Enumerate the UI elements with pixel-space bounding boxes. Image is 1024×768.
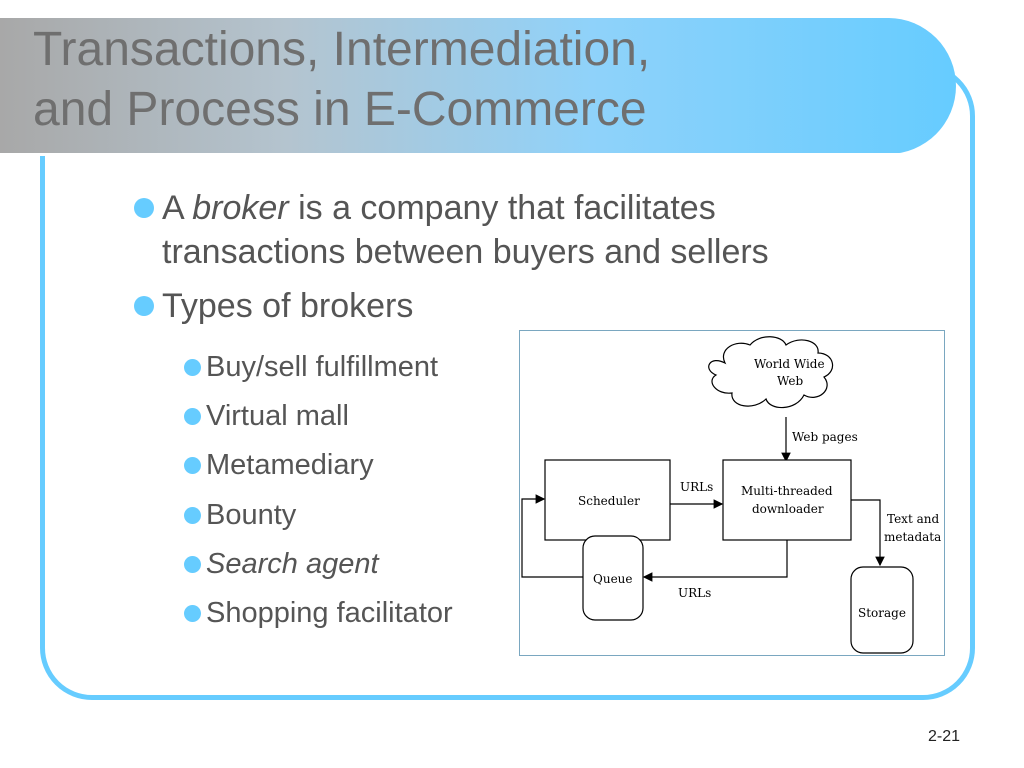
downloader-box — [722, 459, 852, 541]
text-metadata-label-line1: Text and — [887, 512, 939, 526]
scheduler-label: Scheduler — [578, 494, 640, 508]
sub-bullet: Virtual mall — [184, 392, 453, 441]
sub-bullet: Shopping facilitator — [184, 589, 453, 638]
bullet-text-pre: A — [162, 189, 193, 227]
bullet-text-em: broker — [192, 189, 289, 227]
sub-bullet-list: Buy/sell fulfillment Virtual mall Metame… — [184, 343, 453, 638]
web-pages-label: Web pages — [792, 430, 858, 444]
storage-box — [850, 566, 914, 654]
cloud-shape — [708, 336, 834, 409]
title-band — [0, 18, 956, 156]
cloud-label-line1: World Wide — [754, 357, 825, 371]
slide-title: Transactions, Intermediation, and Proces… — [33, 20, 650, 140]
crawler-diagram: World Wide Web Web pages Scheduler URLs … — [519, 330, 945, 656]
queue-label: Queue — [593, 572, 633, 586]
sub-bullet: Buy/sell fulfillment — [184, 343, 453, 392]
sub-bullet: Search agent — [184, 540, 453, 589]
scheduler-box — [544, 459, 671, 541]
urls-top-label: URLs — [680, 480, 713, 494]
urls-bottom-label: URLs — [678, 586, 711, 600]
bullet-broker-definition: A broker is a company that facilitates t… — [134, 186, 882, 274]
bullet-list: A broker is a company that facilitates t… — [134, 186, 882, 338]
bullet-text-post: is a company that facilitates transactio… — [162, 189, 769, 271]
storage-label: Storage — [858, 606, 906, 620]
cloud-label-line2: Web — [777, 374, 803, 388]
title-underline — [0, 153, 904, 156]
downloader-label-line1: Multi-threaded — [741, 484, 833, 498]
text-metadata-label-line2: metadata — [884, 530, 941, 544]
sub-bullet: Bounty — [184, 491, 453, 540]
page-number: 2-21 — [928, 728, 961, 745]
sub-bullet: Metamediary — [184, 441, 453, 490]
downloader-label-line2: downloader — [752, 502, 824, 516]
title-line-2: and Process in E-Commerce — [33, 83, 647, 136]
bullet-types-of-brokers: Types of brokers — [134, 284, 882, 328]
title-line-1: Transactions, Intermediation, — [33, 23, 651, 76]
